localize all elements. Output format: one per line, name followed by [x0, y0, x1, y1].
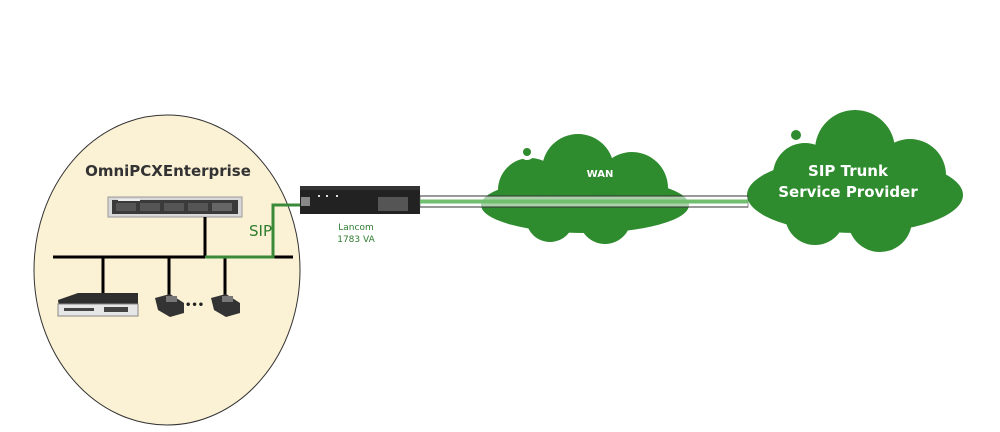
media-gateway-icon — [57, 293, 139, 317]
pbx-server-icon — [107, 196, 243, 218]
provider-label-line1: SIP Trunk — [808, 162, 889, 180]
wan-trunk-link — [419, 195, 749, 208]
pbx-title: OmniPCXEnterprise — [85, 162, 251, 180]
ip-phone-icon — [211, 294, 240, 317]
enterprise-site-area — [33, 114, 301, 426]
router-name: Lancom — [338, 223, 373, 233]
wan-cloud — [481, 132, 689, 250]
sip-label: SIP — [249, 222, 272, 240]
router-model: 1783 VA — [337, 235, 375, 245]
lancom-router-icon — [300, 186, 420, 214]
sip-provider-cloud — [747, 110, 963, 252]
provider-label-line2: Service Provider — [778, 183, 918, 201]
ip-phone-icon — [155, 294, 184, 317]
more-phones-ellipsis: ••• — [185, 300, 204, 311]
sip-link — [205, 203, 302, 259]
wan-label: WAN — [587, 169, 614, 180]
